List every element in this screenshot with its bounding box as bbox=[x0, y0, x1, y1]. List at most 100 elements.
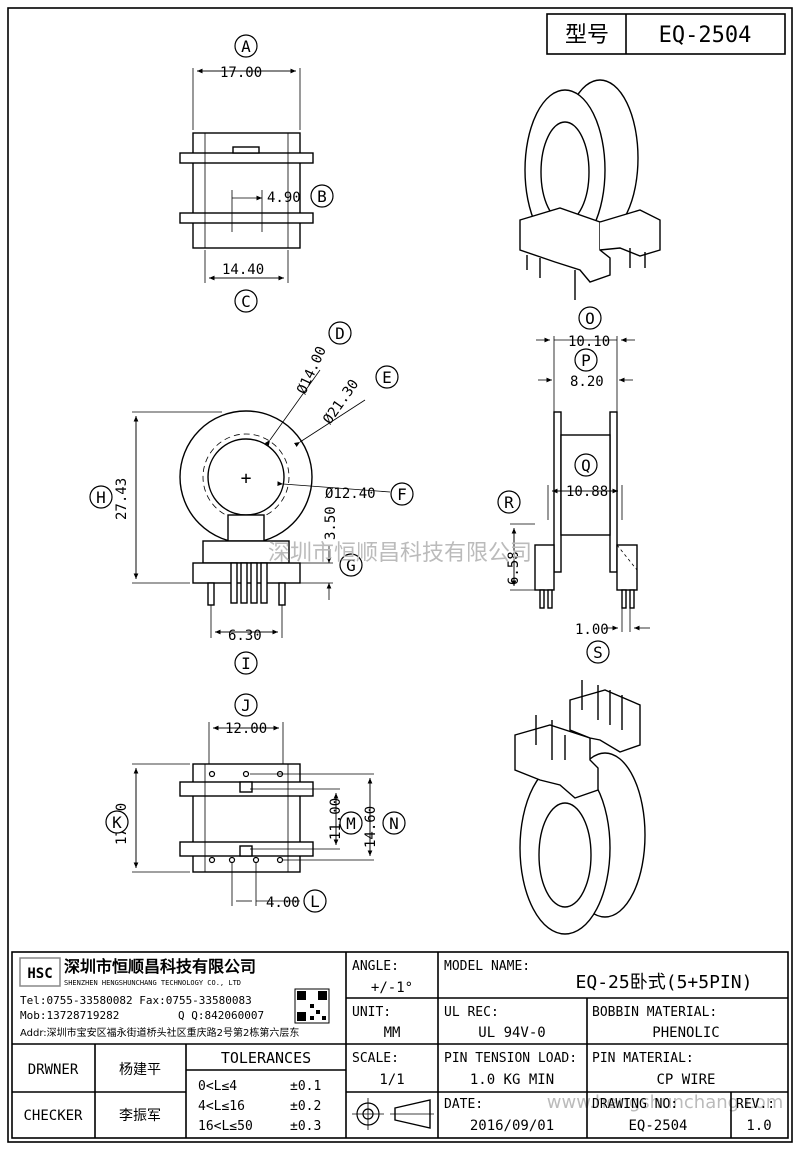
tol-value-1: ±0.2 bbox=[290, 1099, 321, 1114]
drawing-label: DRAWING NO: bbox=[592, 1097, 678, 1112]
company-tel: Tel:0755-33580082 Fax:0755-33580083 bbox=[20, 994, 252, 1007]
label-g: G bbox=[346, 556, 356, 575]
dim-q: 10.88 bbox=[566, 484, 608, 500]
dim-h: 27.43 bbox=[114, 478, 130, 520]
header-model: EQ-2504 bbox=[659, 23, 752, 48]
ulrec-label: UL REC: bbox=[444, 1005, 499, 1020]
label-i: I bbox=[241, 654, 251, 673]
label-f-circle bbox=[390, 482, 414, 506]
label-p-circle bbox=[574, 348, 598, 372]
label-c-circle bbox=[234, 289, 258, 313]
company-name-cn: 深圳市恒顺昌科技有限公司 bbox=[64, 957, 256, 976]
label-l: L bbox=[310, 892, 320, 911]
scale-label: SCALE: bbox=[352, 1051, 399, 1066]
label-j-circle bbox=[234, 693, 258, 717]
dim-a: 17.00 bbox=[220, 65, 262, 81]
dim-i: 6.30 bbox=[228, 628, 262, 644]
label-m: M bbox=[346, 814, 356, 833]
bobbin-label: BOBBIN MATERIAL: bbox=[592, 1005, 717, 1020]
dim-d: Ø14.00 bbox=[294, 344, 330, 397]
label-h: H bbox=[96, 488, 106, 507]
label-p: P bbox=[581, 351, 591, 370]
date-label: DATE: bbox=[444, 1097, 483, 1112]
label-r: R bbox=[504, 493, 514, 512]
dim-j: 12.00 bbox=[225, 721, 267, 737]
label-q-circle bbox=[574, 453, 598, 477]
label-a-circle bbox=[234, 34, 258, 58]
dim-r: 6.58 bbox=[506, 551, 522, 585]
tol-range-2: 16<L≤50 bbox=[198, 1119, 253, 1134]
tol-value-0: ±0.1 bbox=[290, 1079, 321, 1094]
label-k: K bbox=[112, 813, 122, 832]
angle-label: ANGLE: bbox=[352, 959, 399, 974]
label-b: B bbox=[317, 187, 327, 206]
label-n: N bbox=[389, 814, 399, 833]
unit-value: MM bbox=[384, 1025, 401, 1041]
label-j: J bbox=[241, 696, 251, 715]
qr-code bbox=[294, 988, 330, 1024]
watermark-url: www.hengshunchang.com bbox=[547, 1092, 784, 1113]
dim-c: 14.40 bbox=[222, 262, 264, 278]
company-addr: Addr:深圳市宝安区福永街道桥头社区重庆路2号第2栋第六层东 bbox=[20, 1026, 299, 1039]
label-c: C bbox=[241, 292, 251, 311]
label-e-circle bbox=[375, 365, 399, 389]
label-i-circle bbox=[234, 651, 258, 675]
pin-tension-label: PIN TENSION LOAD: bbox=[444, 1051, 577, 1066]
bobbin-value: PHENOLIC bbox=[652, 1025, 719, 1041]
company-logo: HSC bbox=[19, 957, 61, 987]
tol-range-0: 0<L≤4 bbox=[198, 1079, 237, 1094]
side-view: O 10.10 P 8.20 Q 10.88 R 6.5 bbox=[497, 306, 650, 664]
pin-material-label: PIN MATERIAL: bbox=[592, 1051, 694, 1066]
dim-s: 1.00 bbox=[575, 622, 609, 638]
drawer-value: 杨建平 bbox=[119, 1062, 161, 1078]
label-k-circle bbox=[105, 810, 129, 834]
tol-value-2: ±0.3 bbox=[290, 1119, 321, 1134]
label-o-circle bbox=[578, 306, 602, 330]
isometric-view-top bbox=[519, 79, 661, 300]
rev-label: REV.: bbox=[736, 1097, 775, 1112]
date-value: 2016/09/01 bbox=[470, 1118, 554, 1134]
dim-n: 14.60 bbox=[363, 806, 379, 848]
unit-label: UNIT: bbox=[352, 1005, 391, 1020]
svg-text:+: + bbox=[241, 468, 252, 489]
projection-symbol bbox=[352, 1098, 434, 1130]
watermark: 深圳市恒顺昌科技有限公司 bbox=[268, 541, 532, 566]
scale-value: 1/1 bbox=[379, 1072, 404, 1088]
pin-material-value: CP WIRE bbox=[656, 1072, 715, 1088]
label-n-circle bbox=[382, 811, 406, 835]
label-m-circle bbox=[339, 811, 363, 835]
checker-label: CHECKER bbox=[23, 1108, 83, 1124]
label-e: E bbox=[382, 368, 392, 387]
label-g-circle bbox=[339, 553, 363, 577]
label-a: A bbox=[241, 37, 251, 56]
drawer-label: DRWNER bbox=[28, 1062, 79, 1078]
ulrec-value: UL 94V-0 bbox=[478, 1025, 545, 1041]
rev-value: 1.0 bbox=[746, 1118, 771, 1134]
label-r-circle bbox=[497, 490, 521, 514]
company-mob: Mob:13728719282 bbox=[20, 1009, 119, 1022]
label-d: D bbox=[335, 324, 345, 343]
dim-g: 3.50 bbox=[323, 506, 339, 540]
dim-b: 4.90 bbox=[267, 190, 301, 206]
dim-p: 8.20 bbox=[570, 374, 604, 390]
tol-range-1: 4<L≤16 bbox=[198, 1099, 245, 1114]
label-h-circle bbox=[89, 485, 113, 509]
title-block: HSC 深圳市恒顺昌科技有限公司 SHENZHEN HENGSHUNCHANG … bbox=[11, 951, 789, 1139]
dim-l: 4.00 bbox=[266, 895, 300, 911]
logo-text: HSC bbox=[27, 966, 52, 982]
checker-value: 李振军 bbox=[119, 1108, 161, 1124]
company-qq: Q Q:842060007 bbox=[178, 1009, 264, 1022]
model-value: EQ-25卧式(5+5PIN) bbox=[576, 972, 753, 993]
label-b-circle bbox=[310, 184, 334, 208]
isometric-view-bottom bbox=[514, 680, 646, 935]
label-s-circle bbox=[586, 640, 610, 664]
label-d-circle bbox=[328, 321, 352, 345]
label-l-circle bbox=[303, 889, 327, 913]
label-o: O bbox=[585, 309, 595, 328]
top-view: 17.00 A 4.90 B 14.40 C bbox=[179, 34, 334, 313]
front-view: + 27.43 H Ø14.00 D Ø21.30 E Ø12.40 F 3. bbox=[89, 321, 414, 675]
dim-m: 11.00 bbox=[328, 798, 344, 840]
tolerances-label: TOLERANCES bbox=[221, 1049, 311, 1067]
dim-o: 10.10 bbox=[568, 334, 610, 350]
